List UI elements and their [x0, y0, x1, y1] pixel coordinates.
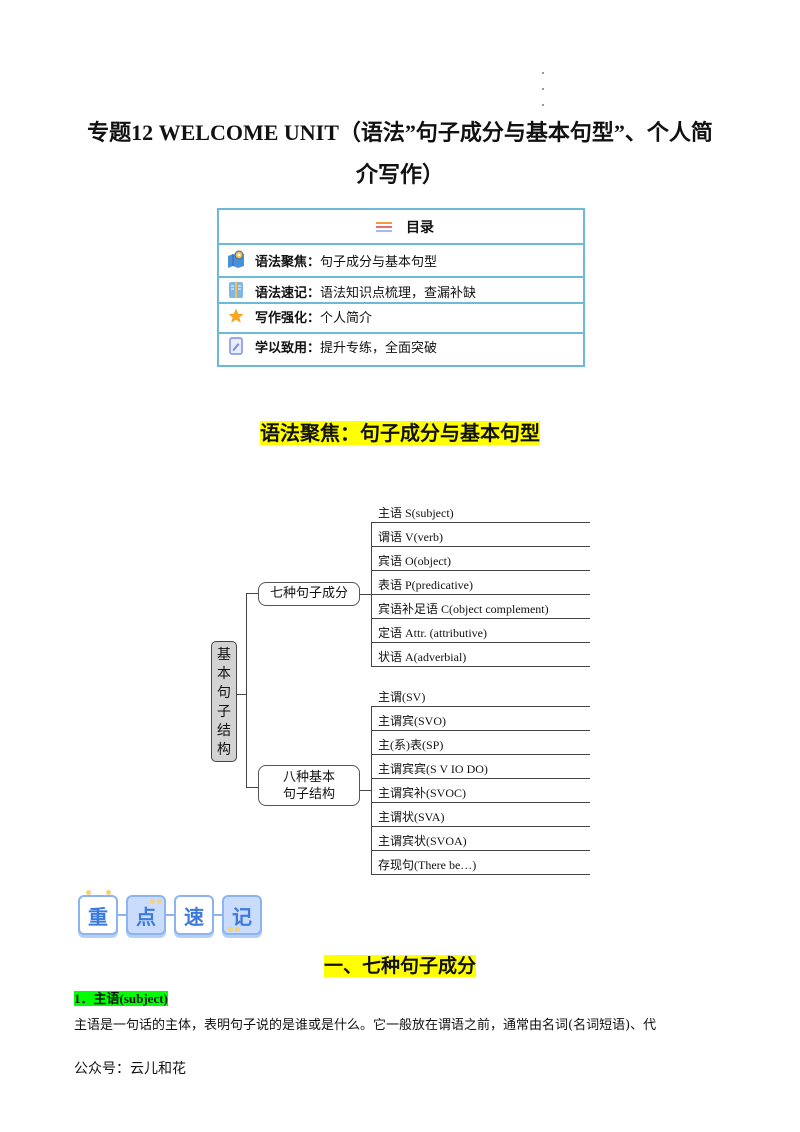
- toc-row-grammar-notes[interactable]: 语法速记： 语法知识点梳理，查漏补缺: [219, 276, 583, 302]
- row-line: [371, 570, 590, 571]
- sparkle-icon: [86, 890, 91, 895]
- diagram-leaf: 定语 Attr. (attributive): [378, 626, 487, 640]
- badge-connector: [118, 914, 126, 916]
- row-line: [371, 802, 590, 803]
- diagram-root-label: 基本句子结构: [217, 647, 231, 758]
- toc-row-writing[interactable]: 写作强化： 个人简介: [219, 302, 583, 332]
- page-title-line2: 介写作）: [355, 162, 444, 187]
- toc-value: 句子成分与基本句型: [320, 255, 438, 270]
- footer-account: 公众号：云儿和花: [74, 1061, 186, 1077]
- diagram-branch-seven-components: 七种句子成分: [258, 582, 360, 606]
- sparkle-icon: [157, 899, 162, 904]
- diagram-leaf: 宾语 O(object): [378, 554, 451, 568]
- diagram-leaf: 状语 A(adverbial): [378, 650, 467, 664]
- toc-value: 个人简介: [320, 311, 373, 326]
- paragraph-subject-definition: 主语是一句话的主体，表明句子说的是谁或是什么。它一般放在谓语之前，通常由名词(名…: [74, 1018, 657, 1033]
- diagram-leaf: 存现句(There be…): [378, 858, 477, 872]
- row-line: [371, 706, 590, 707]
- section-heading-grammar-focus: 语法聚焦：句子成分与基本句型: [0, 417, 800, 446]
- diagram-leaf: 主语 S(subject): [378, 506, 454, 520]
- section-heading-seven-components: 一、七种句子成分: [0, 951, 800, 978]
- row-line: [371, 730, 590, 731]
- section-heading-text: 语法聚焦：句子成分与基本句型: [260, 421, 540, 445]
- row-line: [371, 826, 590, 827]
- toc-header: 目录: [219, 210, 583, 243]
- row-line: [371, 594, 590, 595]
- toc-label: 语法速记：: [255, 286, 321, 301]
- badge-connector: [166, 914, 174, 916]
- diagram-leaf: 主谓宾状(SVOA): [378, 834, 467, 848]
- decorative-dots: [542, 72, 546, 120]
- badge-char: 重: [78, 895, 118, 935]
- row-line: [371, 850, 590, 851]
- diagram-leaf: 宾语补足语 C(object complement): [378, 602, 549, 616]
- map-pin-icon: [227, 250, 245, 268]
- toc-label: 写作强化：: [255, 311, 321, 326]
- toc-label: 学以致用：: [255, 341, 321, 356]
- diagram-leaf: 主谓宾宾(S V IO DO): [378, 762, 488, 776]
- toc-row-grammar-focus[interactable]: 语法聚焦： 句子成分与基本句型: [219, 243, 583, 276]
- connector-line: [246, 787, 258, 788]
- subsection-heading-subject: 1．主语(subject): [74, 988, 168, 1007]
- diagram-leaf: 主谓(SV): [378, 690, 426, 704]
- connector-line: [360, 594, 372, 595]
- row-line: [371, 874, 590, 875]
- diagram-leaf: 主谓宾补(SVOC): [378, 786, 467, 800]
- badge-connector: [214, 914, 222, 916]
- diagram-leaf: 谓语 V(verb): [378, 530, 443, 544]
- book-icon: [227, 281, 245, 299]
- toc-value: 提升专练，全面突破: [320, 341, 438, 356]
- connector-line: [246, 593, 258, 594]
- sparkle-icon: [106, 890, 111, 895]
- diagram-leaf: 表语 P(predicative): [378, 578, 473, 592]
- sparkle-icon: [150, 899, 155, 904]
- star-icon: [227, 307, 245, 325]
- section-heading-text: 一、七种句子成分: [323, 955, 476, 977]
- branch-label-line1: 八种基本: [282, 770, 335, 785]
- connector-line: [237, 694, 247, 695]
- list-icon: [376, 220, 392, 234]
- page-title: 专题12 WELCOME UNIT（语法”句子成分与基本句型”、个人简 介写作）: [60, 112, 740, 196]
- diagram-root-node: 基本句子结构: [211, 641, 237, 762]
- sparkle-icon: [235, 927, 240, 932]
- toc-heading: 目录: [406, 219, 434, 236]
- row-line: [371, 522, 590, 523]
- row-line: [371, 666, 590, 667]
- row-line: [371, 618, 590, 619]
- page-title-line1: 专题12 WELCOME UNIT（语法”句子成分与基本句型”、个人简: [87, 120, 713, 145]
- row-line: [371, 546, 590, 547]
- connector-line: [360, 790, 372, 791]
- toc-label: 语法聚焦：: [255, 255, 321, 270]
- edit-note-icon: [227, 337, 245, 355]
- diagram-branch-eight-structures: 八种基本 句子结构: [258, 765, 360, 806]
- table-of-contents: 目录 语法聚焦： 句子成分与基本句型 语法速记： 语法知识点梳理，查漏补缺 写作…: [217, 208, 585, 367]
- subsection-heading-text: 1．主语(subject): [74, 991, 168, 1006]
- row-line: [371, 642, 590, 643]
- sparkle-icon: [228, 927, 233, 932]
- diagram-leaf: 主谓宾(SVO): [378, 714, 446, 728]
- toc-row-practice[interactable]: 学以致用： 提升专练，全面突破: [219, 332, 583, 365]
- branch-label: 七种句子成分: [269, 586, 348, 601]
- connector-line: [246, 593, 247, 788]
- badge-char: 速: [174, 895, 214, 935]
- diagram-leaf: 主(系)表(SP): [378, 738, 444, 752]
- toc-value: 语法知识点梳理，查漏补缺: [320, 286, 477, 301]
- row-line: [371, 754, 590, 755]
- branch-label-line2: 句子结构: [282, 787, 335, 802]
- diagram-leaf: 主谓状(SVA): [378, 810, 445, 824]
- connector-line: [371, 706, 372, 875]
- row-line: [371, 778, 590, 779]
